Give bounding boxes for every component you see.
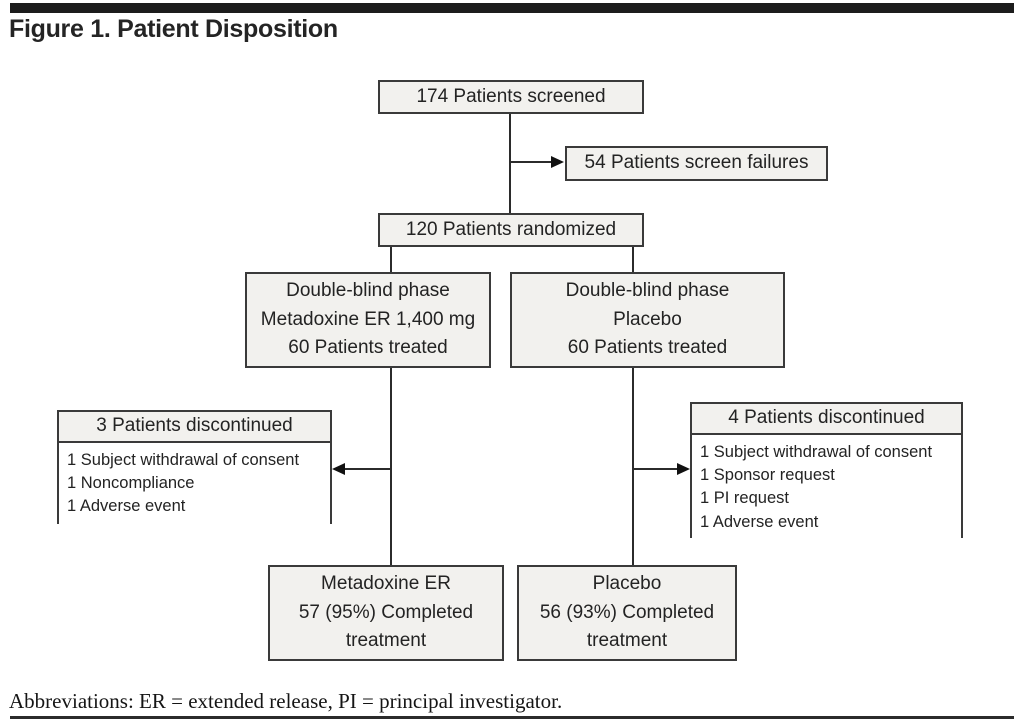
connector-to-discontinued-right: [633, 468, 678, 470]
discontinued-placebo-item: 1 Subject withdrawal of consent: [700, 442, 933, 461]
discontinued-metadoxine-item: 1 Noncompliance: [67, 473, 195, 492]
box-arm-metadoxine: Double-blind phase Metadoxine ER 1,400 m…: [245, 272, 491, 368]
arm-metadoxine-line2: Metadoxine ER 1,400 mg: [260, 308, 476, 330]
connector-randomized-to-metadoxine: [390, 246, 392, 273]
discontinued-metadoxine-item: 1 Subject withdrawal of consent: [67, 450, 300, 469]
discontinued-placebo-item: 1 Adverse event: [700, 512, 819, 531]
discontinued-placebo-body: 1 Subject withdrawal of consent 1 Sponso…: [692, 434, 961, 541]
arrowhead-discontinued-left: [332, 463, 345, 475]
completed-placebo-line1: Placebo: [592, 573, 662, 595]
arm-placebo-line2: Placebo: [613, 308, 682, 330]
completed-placebo-line2: 56 (93%) Completed: [539, 601, 715, 623]
discontinued-metadoxine-body: 1 Subject withdrawal of consent 1 Noncom…: [59, 442, 330, 525]
box-screened: 174 Patients screened: [378, 80, 644, 114]
box-screen-failures: 54 Patients screen failures: [565, 146, 828, 181]
connector-to-discontinued-left: [344, 468, 391, 470]
box-completed-metadoxine: Metadoxine ER 57 (95%) Completed treatme…: [268, 565, 504, 661]
box-screened-label: 174 Patients screened: [416, 85, 606, 107]
completed-metadoxine-line3: treatment: [345, 630, 427, 652]
discontinued-placebo-item: 1 PI request: [700, 489, 789, 508]
box-randomized-label: 120 Patients randomized: [405, 218, 617, 240]
connector-to-screen-failures: [509, 161, 553, 163]
arm-metadoxine-line3: 60 Patients treated: [288, 337, 448, 359]
bottom-rule: [10, 716, 1014, 719]
arrowhead-screen-failures: [551, 156, 564, 168]
box-screen-failures-label: 54 Patients screen failures: [584, 152, 809, 174]
arm-placebo-line3: 60 Patients treated: [567, 337, 728, 359]
abbreviations-footnote: Abbreviations: ER = extended release, PI…: [9, 689, 563, 713]
arm-metadoxine-line1: Double-blind phase: [286, 280, 450, 302]
completed-metadoxine-line2: 57 (95%) Completed: [298, 601, 474, 623]
discontinued-metadoxine-item: 1 Adverse event: [67, 497, 186, 516]
arm-placebo-line1: Double-blind phase: [565, 280, 730, 302]
completed-metadoxine-line1: Metadoxine ER: [321, 573, 451, 595]
arrowhead-discontinued-right: [677, 463, 690, 475]
connector-randomized-to-placebo: [632, 246, 634, 273]
top-rule: [10, 3, 1014, 13]
completed-placebo-line3: treatment: [586, 630, 668, 652]
discontinued-metadoxine-header: 3 Patients discontinued: [59, 412, 330, 443]
box-discontinued-metadoxine: 3 Patients discontinued 1 Subject withdr…: [57, 410, 332, 525]
discontinued-placebo-header: 4 Patients discontinued: [692, 404, 961, 435]
box-arm-placebo: Double-blind phase Placebo 60 Patients t…: [510, 272, 785, 368]
figure-title: Figure 1. Patient Disposition: [9, 15, 338, 43]
box-discontinued-placebo: 4 Patients discontinued 1 Subject withdr…: [690, 402, 963, 541]
connector-metadoxine-to-completed: [390, 367, 392, 566]
discontinued-placebo-item: 1 Sponsor request: [700, 465, 835, 484]
connector-screened-to-randomized: [509, 113, 511, 214]
box-completed-placebo: Placebo 56 (93%) Completed treatment: [517, 565, 737, 661]
connector-placebo-to-completed: [632, 367, 634, 566]
box-randomized: 120 Patients randomized: [378, 213, 644, 247]
